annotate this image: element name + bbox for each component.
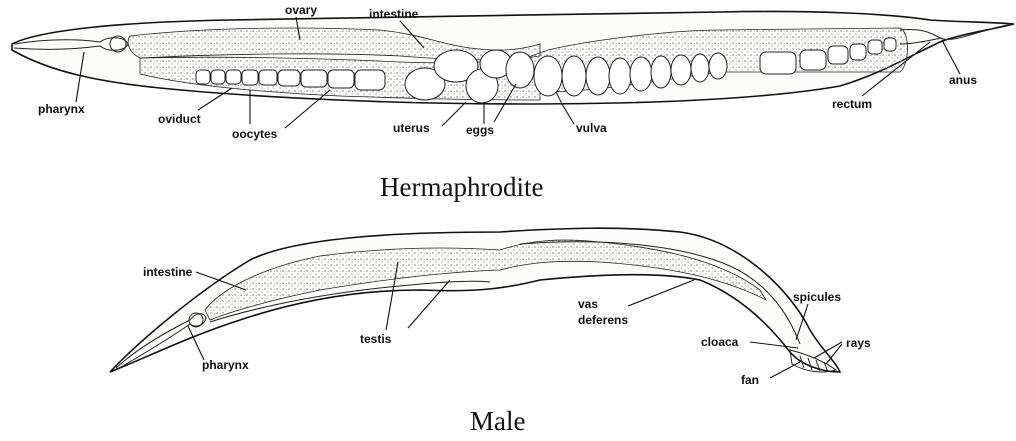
- hermaphrodite-diagram: ovary intestine pharynx oviduct oocytes …: [12, 3, 1014, 202]
- male-diagram: intestine pharynx testis vas deferens sp…: [110, 228, 871, 436]
- male-leader-fan: [770, 362, 800, 378]
- herm-label-eggs: eggs: [466, 123, 494, 137]
- herm-leader-uterus: [442, 102, 466, 126]
- herm-label-oviduct: oviduct: [158, 112, 201, 126]
- herm-caption: Hermaphrodite: [380, 172, 543, 202]
- herm-label-vulva: vulva: [576, 121, 607, 135]
- herm-label-pharynx: pharynx: [38, 102, 85, 116]
- male-caption: Male: [470, 406, 525, 436]
- herm-label-rectum: rectum: [832, 97, 872, 111]
- male-label-vas: vas: [578, 297, 598, 311]
- herm-label-ovary: ovary: [285, 3, 317, 17]
- male-leader-vas-deferens: [628, 280, 694, 306]
- herm-label-anus: anus: [949, 73, 977, 87]
- male-label-intestine: intestine: [143, 265, 193, 279]
- herm-label-intestine: intestine: [369, 7, 419, 21]
- herm-label-oocytes: oocytes: [232, 127, 278, 141]
- herm-label-uterus: uterus: [393, 121, 430, 135]
- male-label-cloaca: cloaca: [701, 335, 739, 349]
- herm-leader-anus: [942, 40, 960, 74]
- male-label-deferens: deferens: [578, 313, 628, 327]
- herm-leader-vulva: [562, 104, 574, 124]
- male-label-rays: rays: [846, 336, 871, 350]
- male-label-testis: testis: [360, 332, 392, 346]
- male-label-fan: fan: [741, 373, 759, 387]
- male-label-spicules: spicules: [793, 290, 841, 304]
- male-label-pharynx: pharynx: [202, 358, 249, 372]
